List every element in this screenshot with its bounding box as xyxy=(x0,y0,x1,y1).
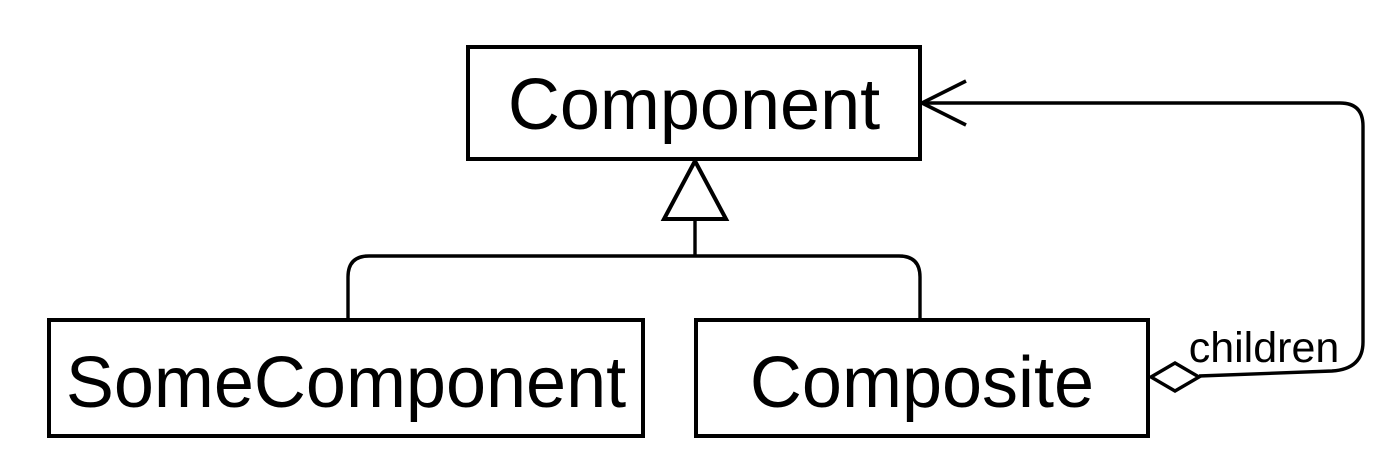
some-component-label: SomeComponent xyxy=(66,343,626,423)
class-node-some-component: SomeComponent xyxy=(47,318,645,438)
aggregation-diamond-icon xyxy=(1147,361,1203,393)
aggregation-edge-line xyxy=(923,101,1365,378)
aggregation-role-label: children xyxy=(1189,324,1340,372)
inheritance-triangle-icon xyxy=(660,156,730,221)
composite-box xyxy=(694,318,1150,438)
some-component-box xyxy=(47,318,645,438)
class-node-composite: Composite xyxy=(694,318,1150,438)
generalization-connector-line xyxy=(346,254,922,321)
class-node-component: Component xyxy=(466,45,922,161)
component-box xyxy=(466,45,922,161)
component-label: Component xyxy=(508,65,880,145)
composite-label: Composite xyxy=(750,343,1094,423)
